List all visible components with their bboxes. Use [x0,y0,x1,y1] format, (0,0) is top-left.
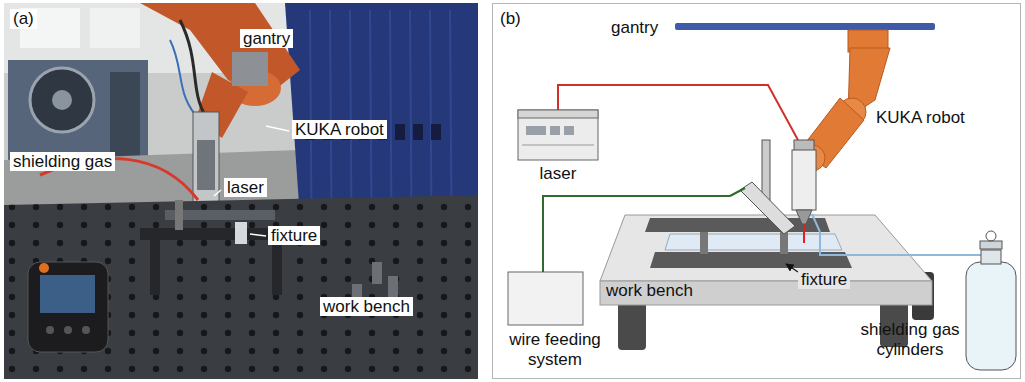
label-holder: gantry [608,18,661,38]
robot-arm: KUKA robot [730,28,975,232]
label-holder: KUKA robot [292,120,387,140]
panel: (a) gantryKUKA robot shielding gas laser fix… [4,3,478,379]
part-label: KUKA robot [292,120,387,139]
wire-feeder-box: wire feeding system [503,272,607,373]
part-label: fixture [268,226,320,245]
cable [558,85,730,110]
laser-source-box: laser [515,110,601,188]
label-holder: fixture [798,270,850,290]
label-holder: laser [224,178,267,198]
cable [820,232,858,255]
part-label: laser [515,164,601,184]
panel-tag: (b) [500,9,521,29]
label-holder: work bench [320,297,413,317]
schematic [508,23,1016,370]
part-label: shielding gas cylinders [858,320,962,361]
part-label: KUKA robot [876,108,965,128]
label-holder: shielding gas [10,152,115,172]
photo [4,3,478,379]
panel: (b) laser KUKA robot wire feeding system wor… [492,3,1021,379]
part-label: laser [224,178,267,197]
part-label: gantry [608,18,661,37]
part-label: fixture [798,270,850,289]
part-label: work bench [606,281,693,301]
panel-tag: (a) [10,9,37,29]
gas-cylinder: shielding gas cylinders [858,232,1020,374]
part-label: work bench [320,297,413,316]
part-label: gantry [240,29,293,48]
part-label: wire feeding system [503,330,607,371]
cable [543,196,730,272]
label-holder: gantry [240,29,293,49]
label-holder: fixture [268,226,320,246]
part-label: shielding gas [10,152,115,171]
